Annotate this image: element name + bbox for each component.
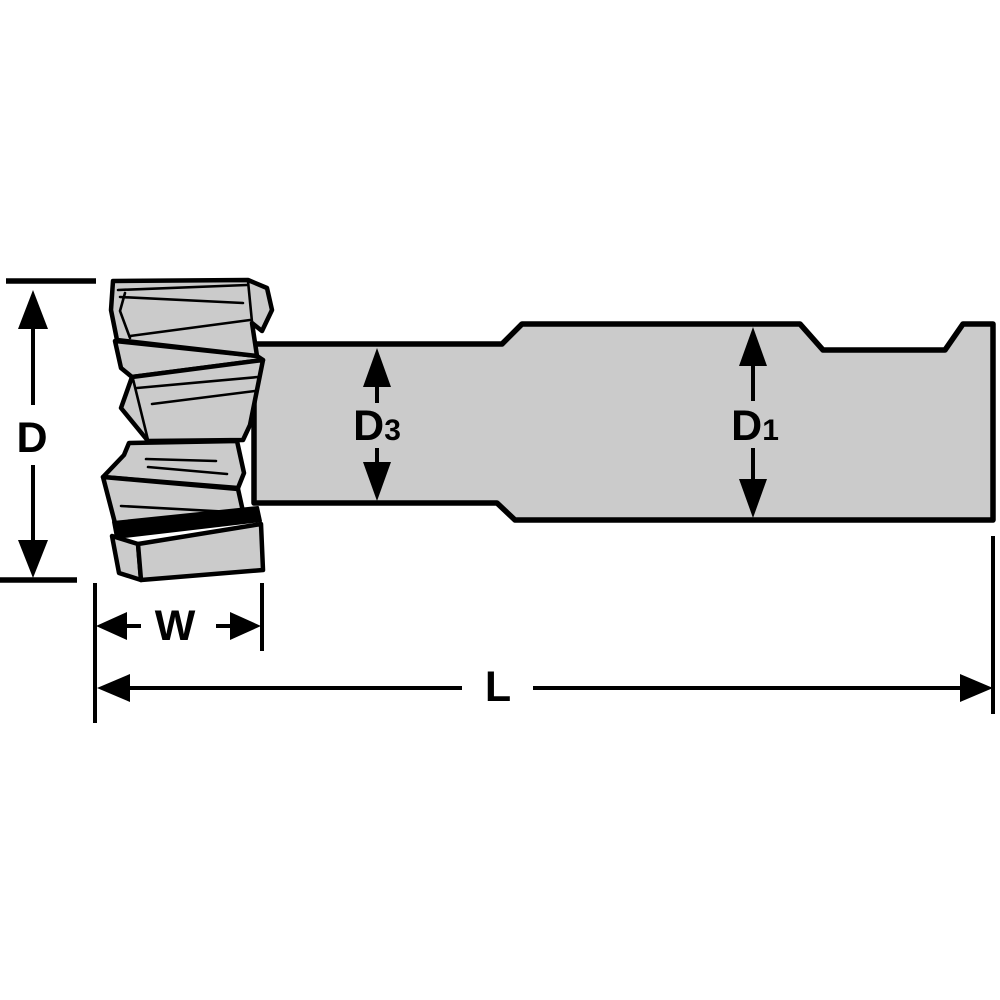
tooth-bevel-crease [118, 291, 132, 340]
arrow-down-icon [18, 540, 48, 578]
dim-d: D [0, 278, 96, 583]
arrow-up-icon [363, 348, 391, 387]
arrow-up-icon [739, 327, 767, 366]
dim-d3-label: D3 [353, 402, 401, 450]
arrow-up-icon [18, 290, 48, 329]
tooth-facet-line [128, 318, 252, 338]
dim-d3: D3 [353, 348, 401, 501]
tooth-facet-line [150, 389, 257, 406]
dim-d1: D1 [731, 327, 779, 518]
cutter-head [100, 277, 275, 583]
arrow-right-icon [230, 612, 261, 640]
dim-w: W [93, 583, 264, 723]
tool-shank [251, 321, 996, 523]
tooth-facet-line [146, 465, 229, 476]
shank-outline [251, 321, 996, 523]
arrow-left-icon [96, 612, 127, 640]
tooth-facet-line [144, 457, 218, 463]
arrow-down-icon [739, 479, 767, 518]
insert-band [112, 506, 262, 539]
dim-w-label: W [155, 602, 196, 650]
arrow-left-icon [97, 674, 130, 702]
dim-d-label: D [16, 414, 47, 462]
arrow-down-icon [363, 462, 391, 501]
arrow-right-icon [960, 674, 993, 702]
tooth-bevel-crease [131, 377, 150, 442]
dim-l-label: L [485, 663, 511, 711]
tooth-corner-crease [246, 279, 254, 324]
tooth-facet-line [116, 283, 249, 292]
tooth-facet-line [118, 295, 245, 305]
dim-l: L [97, 536, 995, 714]
tooth-facet-line [135, 375, 260, 390]
dim-d1-label: D1 [731, 402, 779, 450]
cutter-flank-bottom [135, 521, 266, 583]
